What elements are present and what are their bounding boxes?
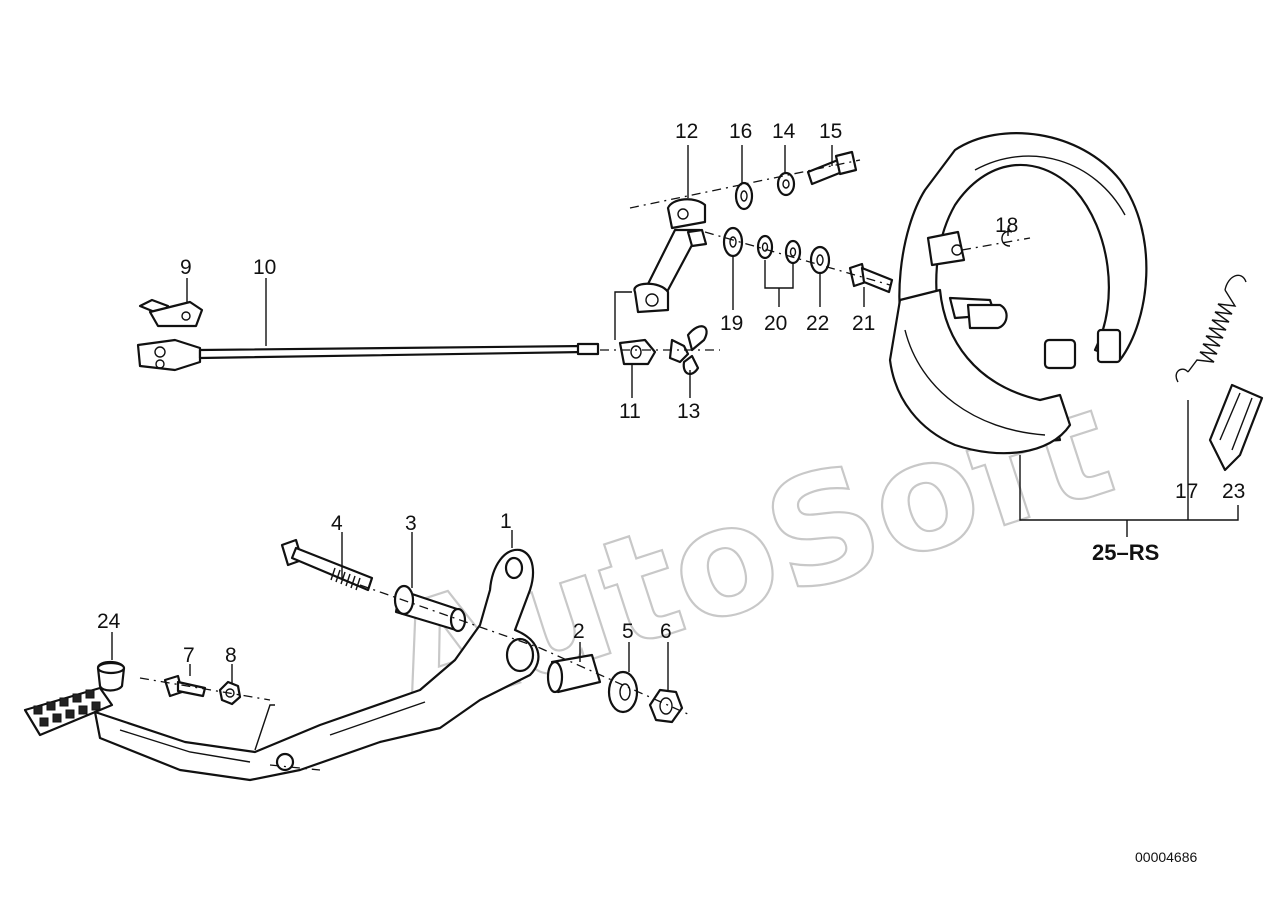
callout-23: 23 — [1222, 480, 1245, 503]
axis-lines — [139, 159, 1031, 771]
callout-6: 6 — [660, 620, 672, 643]
spring — [1175, 274, 1247, 383]
circlip — [1001, 230, 1013, 247]
callout-18: 18 — [995, 214, 1018, 237]
callout-labels: 1 2 3 4 5 6 7 8 9 10 11 12 13 14 15 16 1… — [97, 120, 1245, 667]
callout-17: 17 — [1175, 480, 1198, 503]
trunnion — [618, 338, 657, 366]
shim-washers — [756, 234, 802, 265]
callout-14: 14 — [772, 120, 796, 143]
brake-shoe-assembly — [888, 132, 1148, 455]
brake-cam-pin — [848, 262, 894, 294]
lock-washer — [734, 181, 754, 211]
cap — [96, 660, 126, 692]
callout-16: 16 — [729, 120, 752, 143]
callout-2: 2 — [573, 620, 585, 643]
hex-bolt — [806, 150, 858, 186]
callout-12: 12 — [675, 120, 698, 143]
callout-3: 3 — [405, 512, 417, 535]
callout-7: 7 — [183, 644, 195, 667]
washer-22 — [809, 245, 831, 275]
callout-13: 13 — [677, 400, 700, 423]
brake-clip — [1208, 383, 1264, 472]
washer — [607, 670, 639, 714]
brake-rod — [136, 338, 600, 372]
callout-8: 8 — [225, 644, 237, 667]
callout-4: 4 — [331, 512, 343, 535]
callout-9: 9 — [180, 256, 192, 279]
leader-lines — [111, 145, 1009, 690]
callout-1: 1 — [500, 510, 512, 533]
bushing-sleeve — [393, 584, 467, 633]
callout-25: 25–RS — [1092, 540, 1159, 565]
callout-5: 5 — [622, 620, 634, 643]
document-number: 00004686 — [1135, 849, 1198, 865]
brake-pedal — [23, 548, 540, 782]
wing-nut — [668, 325, 708, 376]
callout-22: 22 — [806, 312, 829, 335]
callout-10: 10 — [253, 256, 276, 279]
callout-19: 19 — [720, 312, 743, 335]
callout-20: 20 — [764, 312, 787, 335]
callout-11: 11 — [619, 400, 641, 423]
bolt — [280, 538, 374, 592]
cable-fork — [138, 298, 204, 328]
nut — [648, 688, 684, 724]
brake-lever — [633, 198, 708, 314]
callout-24: 24 — [97, 610, 121, 633]
callout-21: 21 — [852, 312, 875, 335]
callout-15: 15 — [819, 120, 842, 143]
washer-19 — [722, 226, 744, 258]
bushing — [546, 653, 602, 694]
flat-washer — [776, 171, 796, 197]
assembly-bracket-line — [1019, 455, 1239, 521]
